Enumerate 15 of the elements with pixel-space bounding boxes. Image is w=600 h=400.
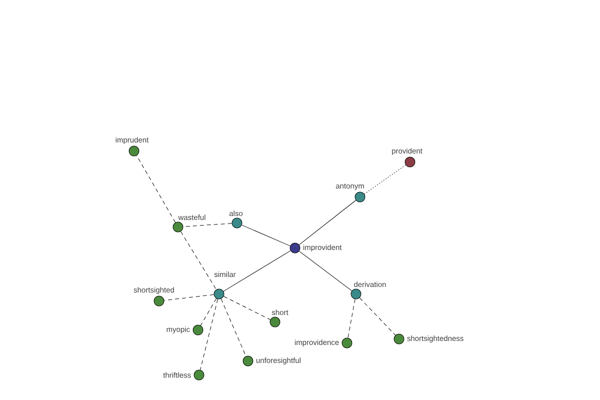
connector-line bbox=[348, 298, 356, 338]
connector-line bbox=[223, 296, 271, 320]
connector-line bbox=[223, 250, 291, 292]
connector-line bbox=[220, 298, 246, 356]
connector-line bbox=[298, 250, 352, 292]
connector-line bbox=[164, 294, 214, 301]
connector-line bbox=[298, 200, 356, 246]
connector-line bbox=[180, 231, 216, 290]
connector-line bbox=[364, 164, 406, 194]
connector-line bbox=[183, 223, 232, 227]
connector-line bbox=[242, 224, 290, 246]
connector-line bbox=[200, 298, 218, 370]
connector-line bbox=[359, 298, 396, 336]
connector-line bbox=[200, 298, 217, 326]
connector-line bbox=[136, 155, 176, 223]
